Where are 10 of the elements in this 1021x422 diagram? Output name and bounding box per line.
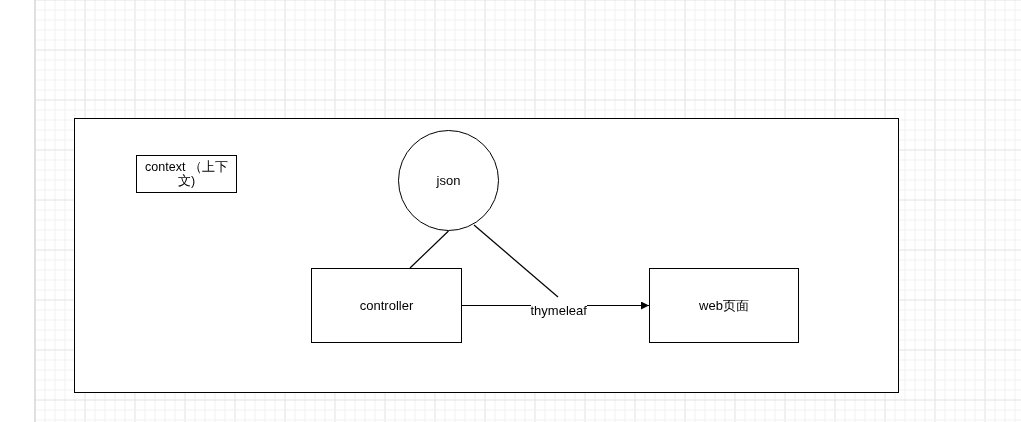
process-box	[136, 155, 237, 193]
node-label: controller	[359, 298, 414, 313]
connector-line	[473, 224, 559, 298]
node-label: json	[436, 173, 461, 188]
node-label: web页面	[699, 296, 749, 315]
process-box	[649, 268, 799, 343]
container-box	[74, 118, 899, 393]
node-label: context （上下文)	[144, 160, 229, 188]
process-box	[311, 268, 462, 343]
connector-line	[409, 230, 450, 269]
